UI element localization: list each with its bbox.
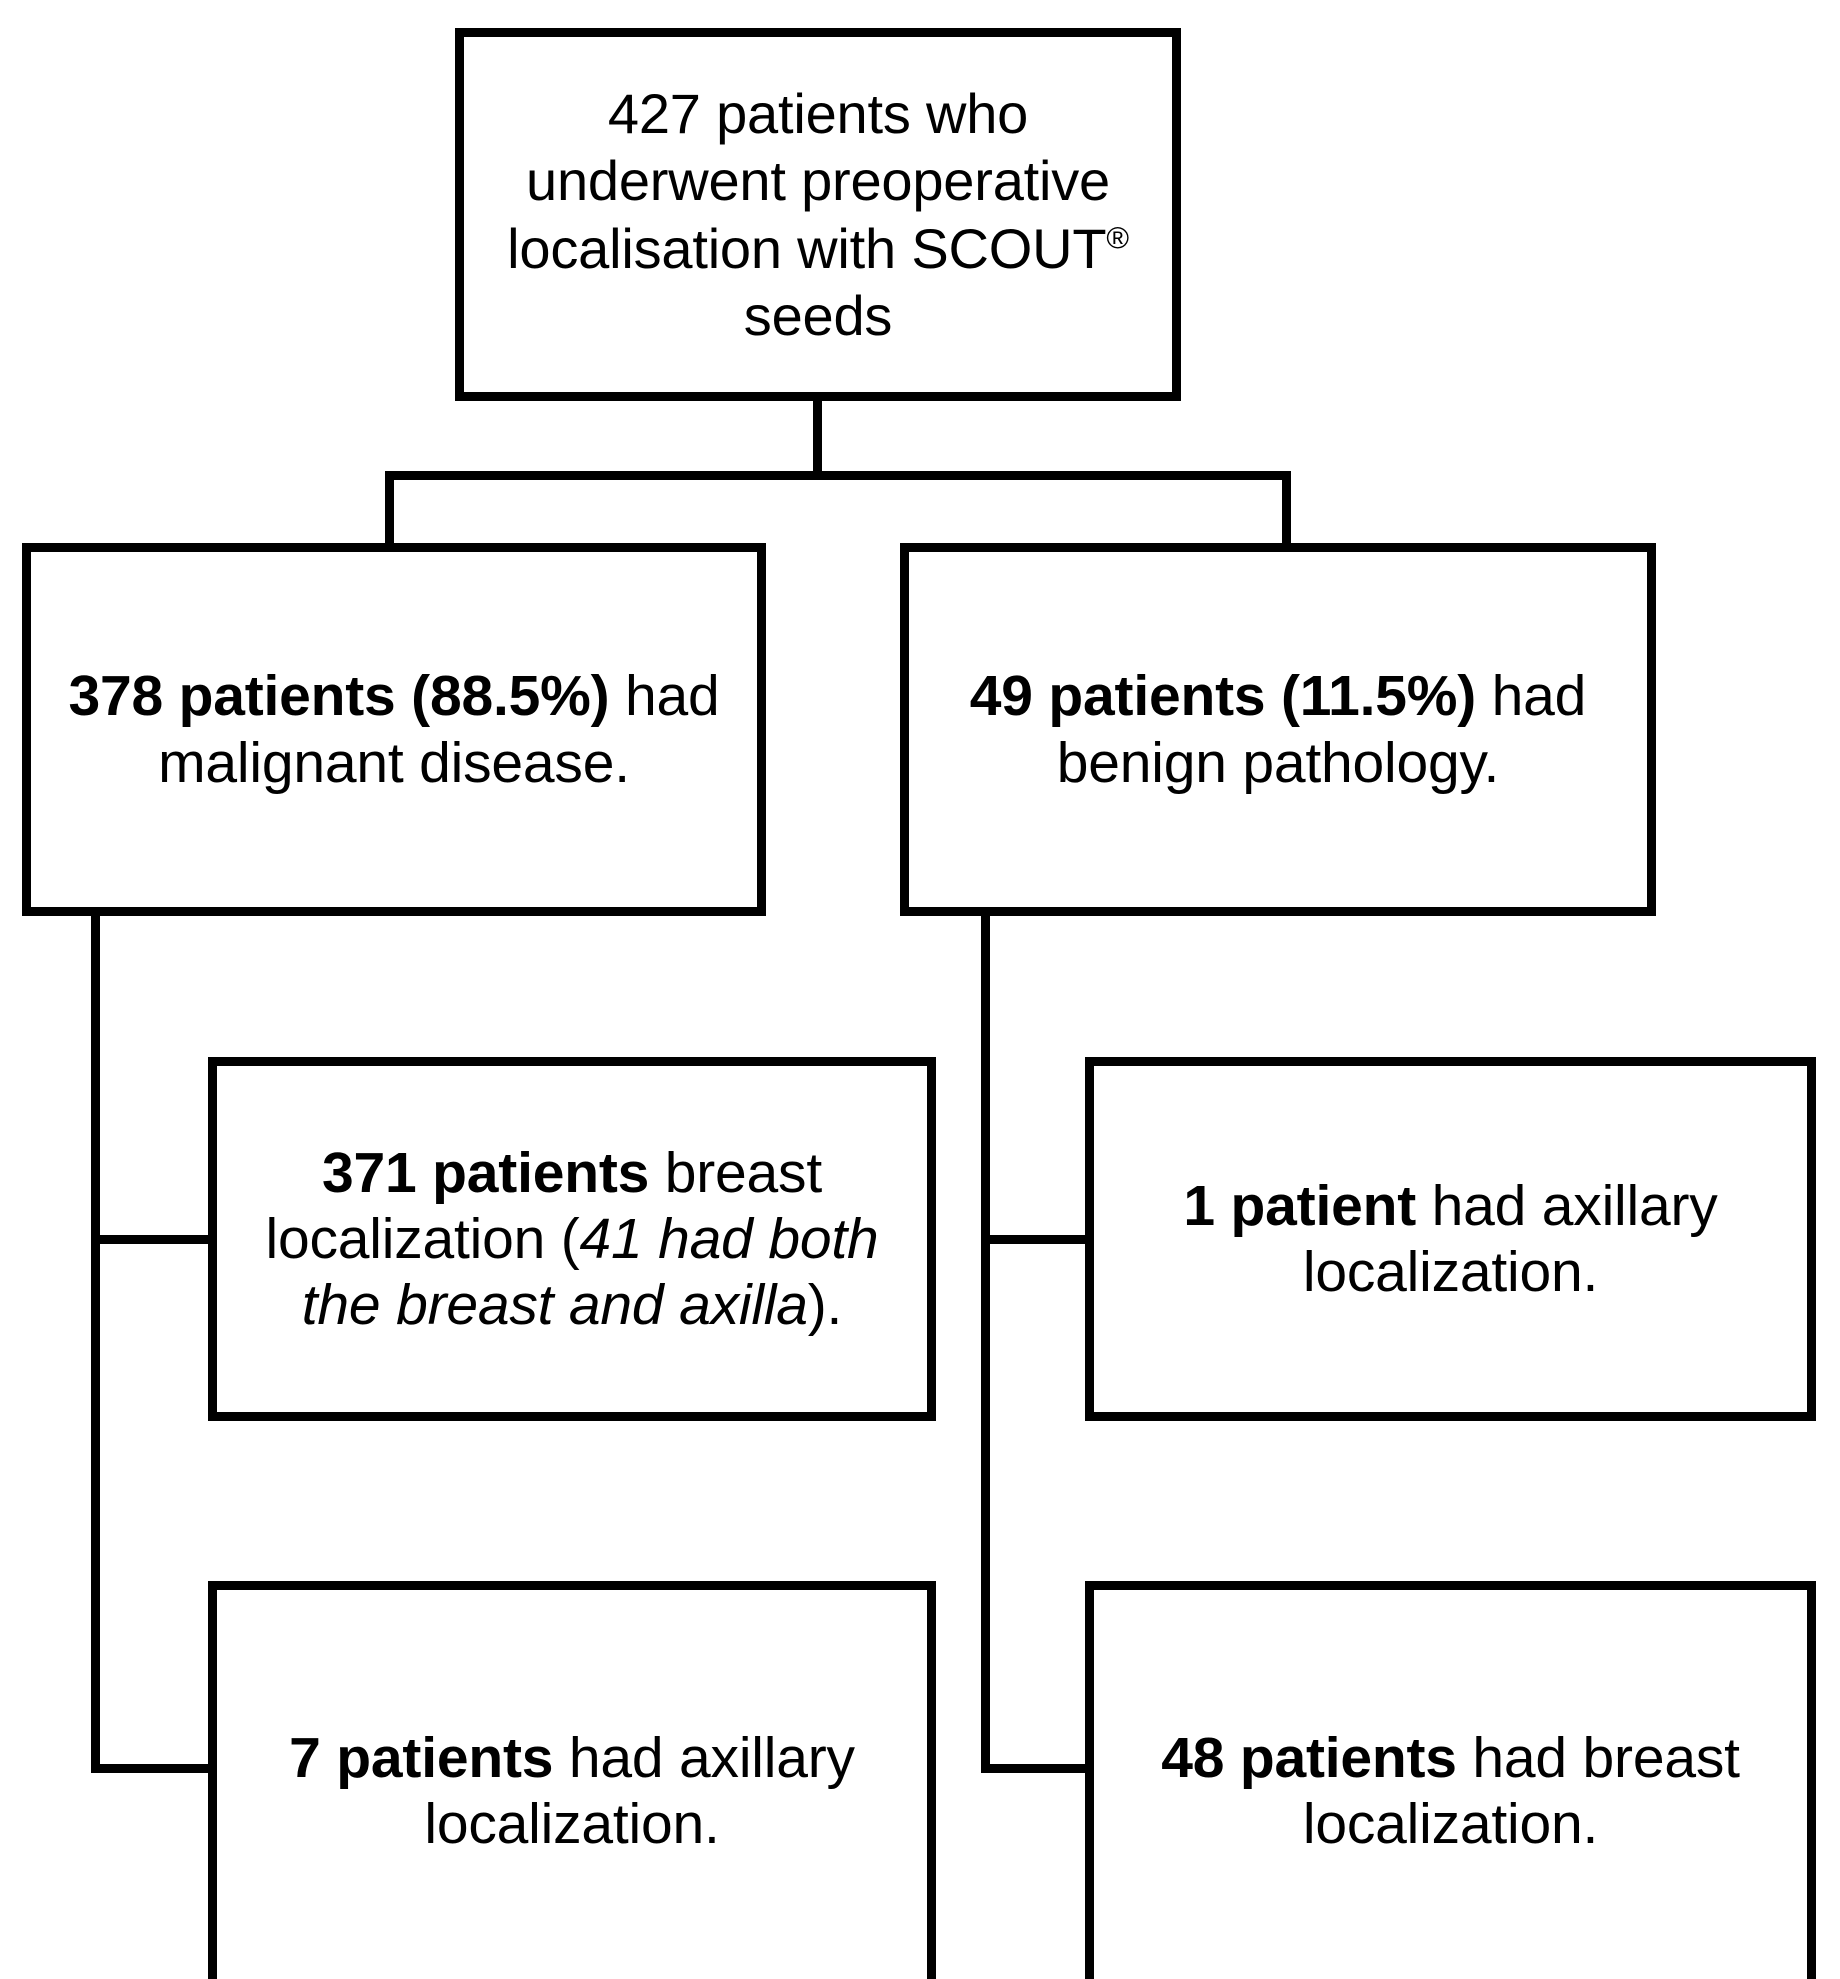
malignant-count-emphasis: 378 patients (88.5%) bbox=[68, 664, 610, 729]
connector-root-split-bar bbox=[385, 471, 1291, 480]
node-breast-localization-48: 48 patients had breast localization. bbox=[1085, 1581, 1816, 1979]
node-total-patients-label: 427 patients who underwent preoperative … bbox=[507, 82, 1129, 347]
breast-48-count-emphasis: 48 patients bbox=[1161, 1725, 1457, 1790]
connector-arm-to-axillary-7 bbox=[91, 1764, 215, 1773]
node-axillary-localization-1: 1 patient had axillary localization. bbox=[1085, 1057, 1816, 1421]
node-breast-localization-371-label: 371 patients breast localization (41 had… bbox=[265, 1140, 879, 1338]
connector-arm-to-breast-localization bbox=[91, 1235, 215, 1244]
breast-371-parenthetical: 41 had both the breast and axilla bbox=[301, 1206, 879, 1338]
connector-drop-to-benign bbox=[1282, 471, 1291, 551]
connector-drop-to-malignant bbox=[385, 471, 394, 551]
node-benign-pathology: 49 patients (11.5%) had benign pathology… bbox=[900, 543, 1656, 916]
node-total-patients: 427 patients who underwent preoperative … bbox=[455, 28, 1181, 401]
node-breast-localization-371: 371 patients breast localization (41 had… bbox=[208, 1057, 936, 1421]
breast-371-count-emphasis: 371 patients bbox=[322, 1140, 650, 1205]
node-breast-localization-48-label: 48 patients had breast localization. bbox=[1161, 1725, 1740, 1856]
node-malignant-disease-label: 378 patients (88.5%) had malignant disea… bbox=[68, 664, 720, 795]
node-axillary-localization-1-label: 1 patient had axillary localization. bbox=[1183, 1173, 1718, 1304]
registered-trademark-icon: ® bbox=[1106, 219, 1129, 255]
node-axillary-localization-7-label: 7 patients had axillary localization. bbox=[289, 1725, 855, 1856]
node-benign-pathology-label: 49 patients (11.5%) had benign pathology… bbox=[969, 664, 1587, 795]
connector-root-stem bbox=[813, 396, 822, 480]
connector-arm-to-axillary-1 bbox=[981, 1235, 1093, 1244]
connector-arm-to-breast-48 bbox=[981, 1764, 1093, 1773]
connector-benign-spine bbox=[981, 908, 990, 1773]
benign-count-emphasis: 49 patients (11.5%) bbox=[969, 664, 1477, 729]
axillary-1-count-emphasis: 1 patient bbox=[1183, 1173, 1416, 1238]
connector-malignant-spine bbox=[91, 908, 100, 1773]
node-malignant-disease: 378 patients (88.5%) had malignant disea… bbox=[22, 543, 766, 916]
node-axillary-localization-7: 7 patients had axillary localization. bbox=[208, 1581, 936, 1979]
axillary-7-count-emphasis: 7 patients bbox=[289, 1725, 554, 1790]
